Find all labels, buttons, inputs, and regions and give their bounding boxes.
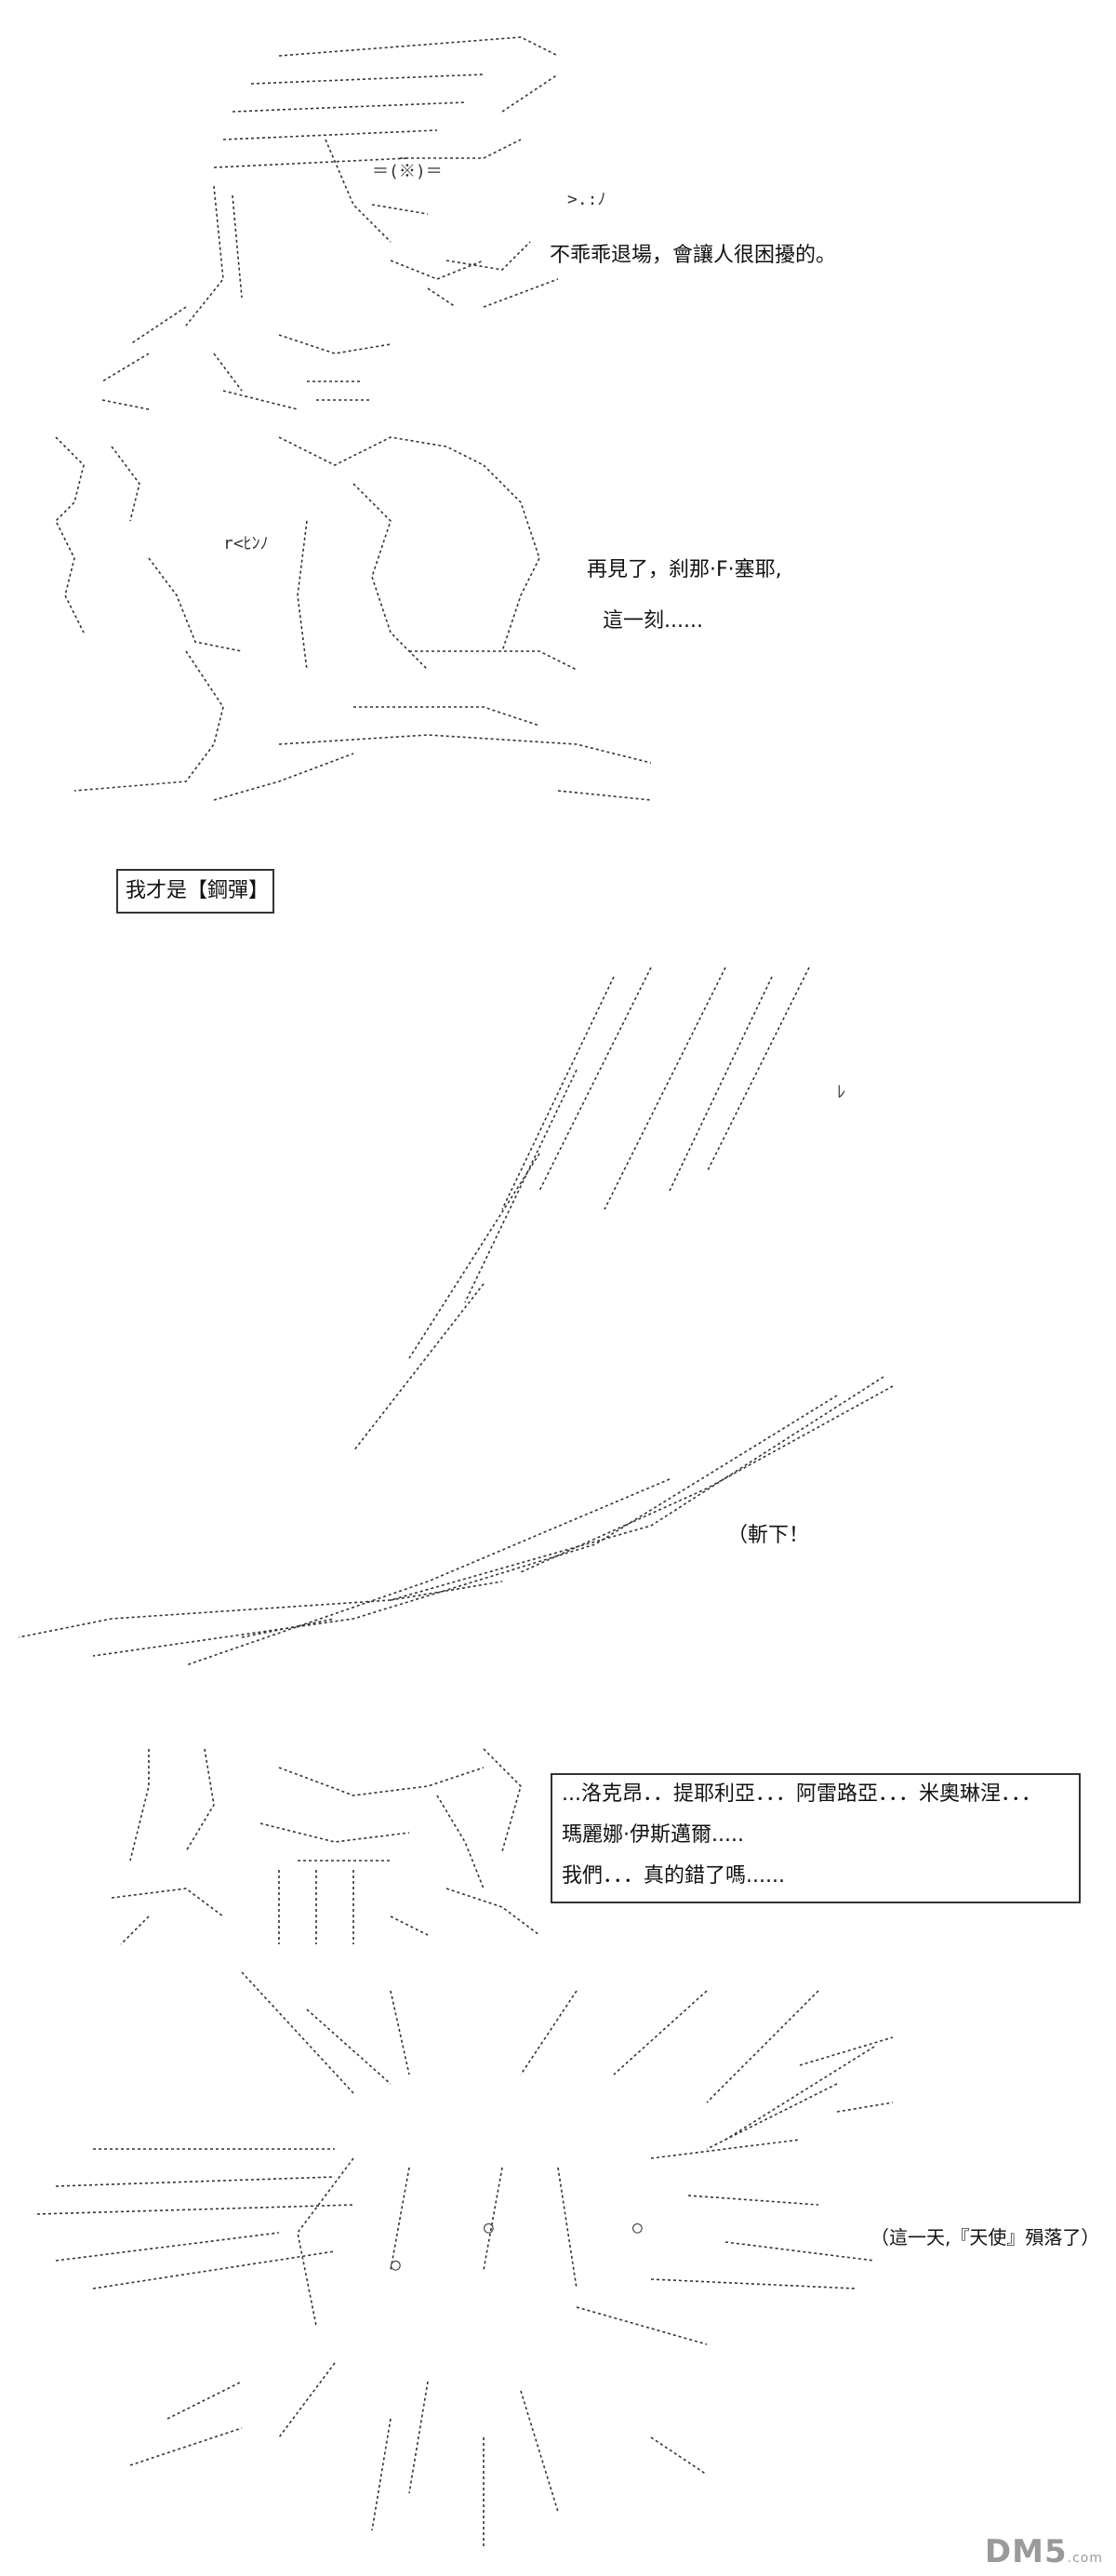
panel-5-figure bbox=[111, 1748, 540, 1945]
panel-6-caption: （這一天,『天使』殞落了） bbox=[870, 2226, 1100, 2249]
art-glyph: ○ bbox=[632, 2218, 643, 2237]
watermark-suffix: .com bbox=[1067, 2551, 1103, 2566]
panel-2-dialogue-2: 這一刻...... bbox=[603, 609, 703, 633]
art-glyph: r<ﾋﾝﾉ bbox=[223, 534, 269, 554]
site-watermark: DM5.com bbox=[985, 2533, 1103, 2570]
watermark-text: DM5 bbox=[984, 2533, 1068, 2570]
art-glyph: >.:ﾉ bbox=[567, 190, 606, 209]
panel-5-box-line-1: ...洛克昂．．提耶利亞．．．阿雷路亞．．．米奧琳涅．．． bbox=[562, 1782, 1042, 1806]
panel-4-sfx: （斬下！ bbox=[727, 1524, 810, 1547]
art-glyph: ＝(※)＝ bbox=[372, 162, 443, 181]
panel-5-box-line-3: 我們．．．真的錯了嗎...... bbox=[562, 1864, 785, 1888]
panel-3-text-box: 我才是【鋼彈】 bbox=[116, 869, 274, 914]
panel-5-box-line-2: 瑪麗娜·伊斯邁爾..... bbox=[562, 1823, 744, 1847]
panel-1-dialogue: 不乖乖退場，會讓人很困擾的。 bbox=[550, 244, 837, 267]
panel-1-figure bbox=[101, 36, 559, 410]
art-glyph: ○ bbox=[391, 2255, 401, 2275]
panel-4-slash bbox=[18, 967, 894, 1666]
panel-6-explosion bbox=[36, 1971, 894, 2549]
panel-2-figure bbox=[55, 436, 652, 801]
art-glyph: ○ bbox=[484, 2218, 494, 2237]
art-glyph: ﾚ bbox=[837, 1083, 845, 1102]
panel-2-dialogue-1: 再見了，刹那·F·塞耶, bbox=[587, 558, 782, 581]
panel-3-boxed-text: 我才是【鋼彈】 bbox=[126, 879, 270, 902]
panel-5-text-box: ...洛克昂．．提耶利亞．．．阿雷路亞．．．米奧琳涅．．． 瑪麗娜·伊斯邁爾..… bbox=[551, 1773, 1081, 1903]
